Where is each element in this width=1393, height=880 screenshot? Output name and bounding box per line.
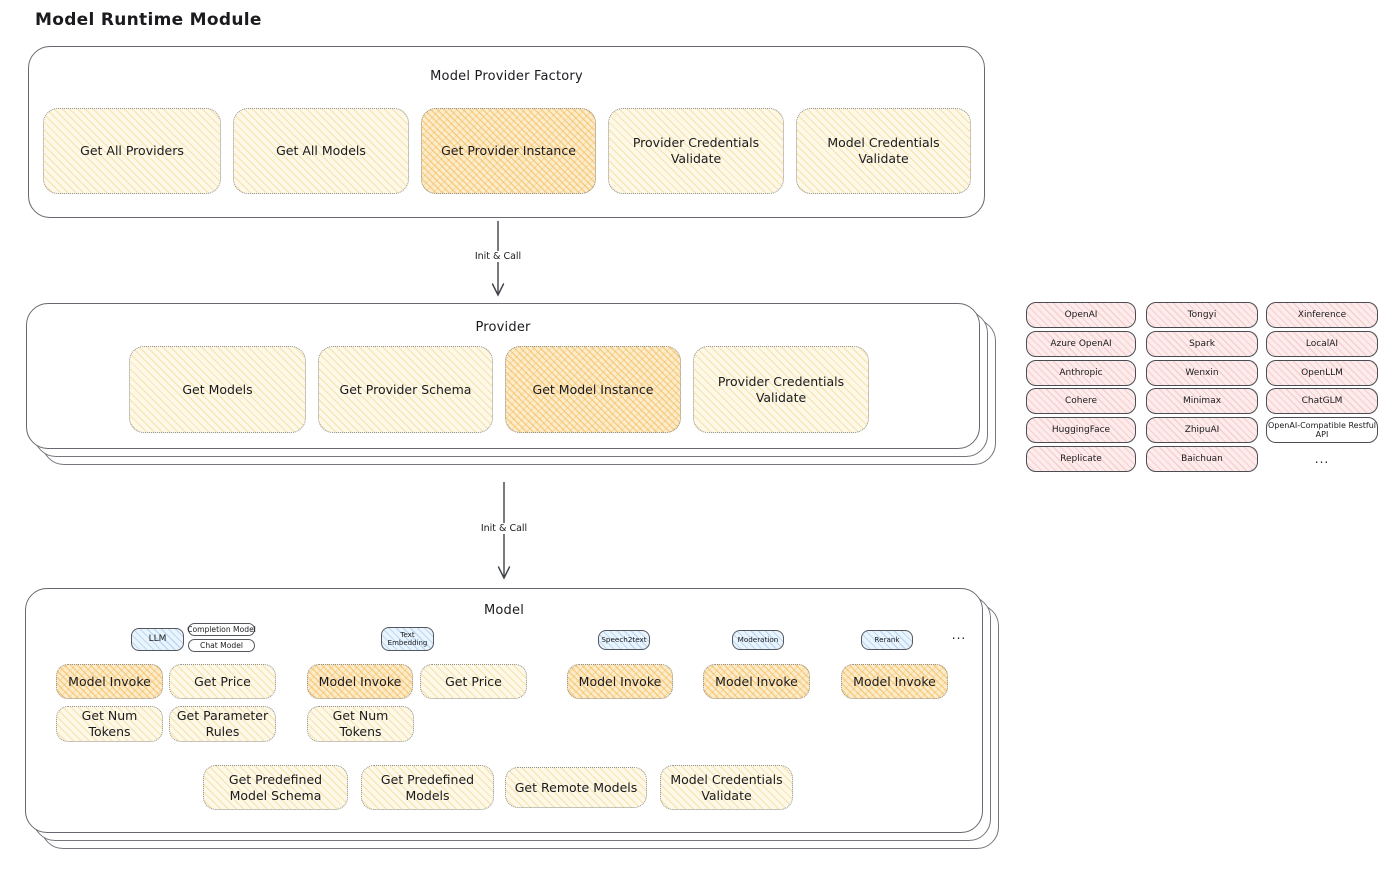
provider-chip-chatglm: ChatGLM [1266, 388, 1378, 414]
init-call-label-2: Init & Call [476, 523, 532, 534]
model-box-moderation-model-invoke: Model Invoke [703, 664, 810, 699]
provider-chip-replicate: Replicate [1026, 446, 1136, 472]
model-box-model-credentials-validate: Model Credentials Validate [660, 765, 793, 810]
model-panel: Model LLM Completion Model Chat Model Te… [25, 588, 983, 833]
tab-llm: LLM [131, 628, 184, 651]
model-box-llm-get-num-tokens: Get Num Tokens [56, 706, 163, 742]
init-call-label-1: Init & Call [470, 251, 526, 262]
provider-chip-azure-openai: Azure OpenAI [1026, 331, 1136, 357]
model-box-llm-model-invoke: Model Invoke [56, 664, 163, 699]
provider-box-get-models: Get Models [129, 346, 306, 433]
provider-chip-xinference: Xinference [1266, 302, 1378, 328]
tab-text-embedding: Text Embedding [381, 627, 434, 651]
tab-chat-model: Chat Model [188, 639, 255, 652]
provider-box-get-provider-schema: Get Provider Schema [318, 346, 493, 433]
model-box-get-predefined-model-schema: Get Predefined Model Schema [203, 765, 348, 810]
tab-speech2text: Speech2text [598, 630, 650, 650]
factory-box-get-all-models: Get All Models [233, 108, 409, 194]
provider-box-get-model-instance: Get Model Instance [505, 346, 681, 433]
model-box-speech2text-model-invoke: Model Invoke [567, 664, 673, 699]
factory-panel: Model Provider Factory Get All Providers… [28, 46, 985, 218]
tab-rerank: Rerank [861, 630, 913, 650]
model-box-embedding-model-invoke: Model Invoke [307, 664, 413, 699]
provider-chip-openai: OpenAI [1026, 302, 1136, 328]
factory-box-get-all-providers: Get All Providers [43, 108, 221, 194]
provider-chip-localai: LocalAI [1266, 331, 1378, 357]
tab-completion-model: Completion Model [187, 623, 256, 636]
model-box-embedding-get-price: Get Price [420, 664, 527, 699]
provider-chip-openllm: OpenLLM [1266, 360, 1378, 386]
model-box-embedding-get-num-tokens: Get Num Tokens [307, 706, 414, 742]
model-box-get-remote-models: Get Remote Models [505, 767, 647, 808]
model-box-llm-get-parameter-rules: Get Parameter Rules [169, 706, 276, 742]
provider-title: Provider [475, 320, 531, 335]
providers-grid-ellipsis: ... [1314, 452, 1330, 466]
provider-chip-anthropic: Anthropic [1026, 360, 1136, 386]
provider-chip-minimax: Minimax [1146, 388, 1258, 414]
provider-box-provider-credentials-validate: Provider Credentials Validate [693, 346, 869, 433]
model-title: Model [483, 603, 525, 618]
factory-box-model-credentials-validate: Model Credentials Validate [796, 108, 971, 194]
factory-box-provider-credentials-validate: Provider Credentials Validate [608, 108, 784, 194]
provider-chip-zhipuai: ZhipuAI [1146, 417, 1258, 443]
provider-chip-cohere: Cohere [1026, 388, 1136, 414]
provider-chip-huggingface: HuggingFace [1026, 417, 1136, 443]
diagram-title: Model Runtime Module [35, 10, 262, 30]
tab-moderation: Moderation [732, 630, 784, 650]
model-box-rerank-model-invoke: Model Invoke [841, 664, 948, 699]
provider-chip-wenxin: Wenxin [1146, 360, 1258, 386]
factory-box-get-provider-instance: Get Provider Instance [421, 108, 596, 194]
model-box-llm-get-price: Get Price [169, 664, 276, 699]
provider-chip-baichuan: Baichuan [1146, 446, 1258, 472]
model-tabs-ellipsis: ... [951, 628, 967, 642]
provider-chip-spark: Spark [1146, 331, 1258, 357]
factory-title: Model Provider Factory [430, 69, 583, 84]
model-box-get-predefined-models: Get Predefined Models [361, 765, 494, 810]
provider-chip-openai-compatible-restful-api: OpenAI-Compatible Restful API [1266, 417, 1378, 443]
provider-panel: Provider Get Models Get Provider Schema … [26, 303, 980, 449]
provider-chip-tongyi: Tongyi [1146, 302, 1258, 328]
